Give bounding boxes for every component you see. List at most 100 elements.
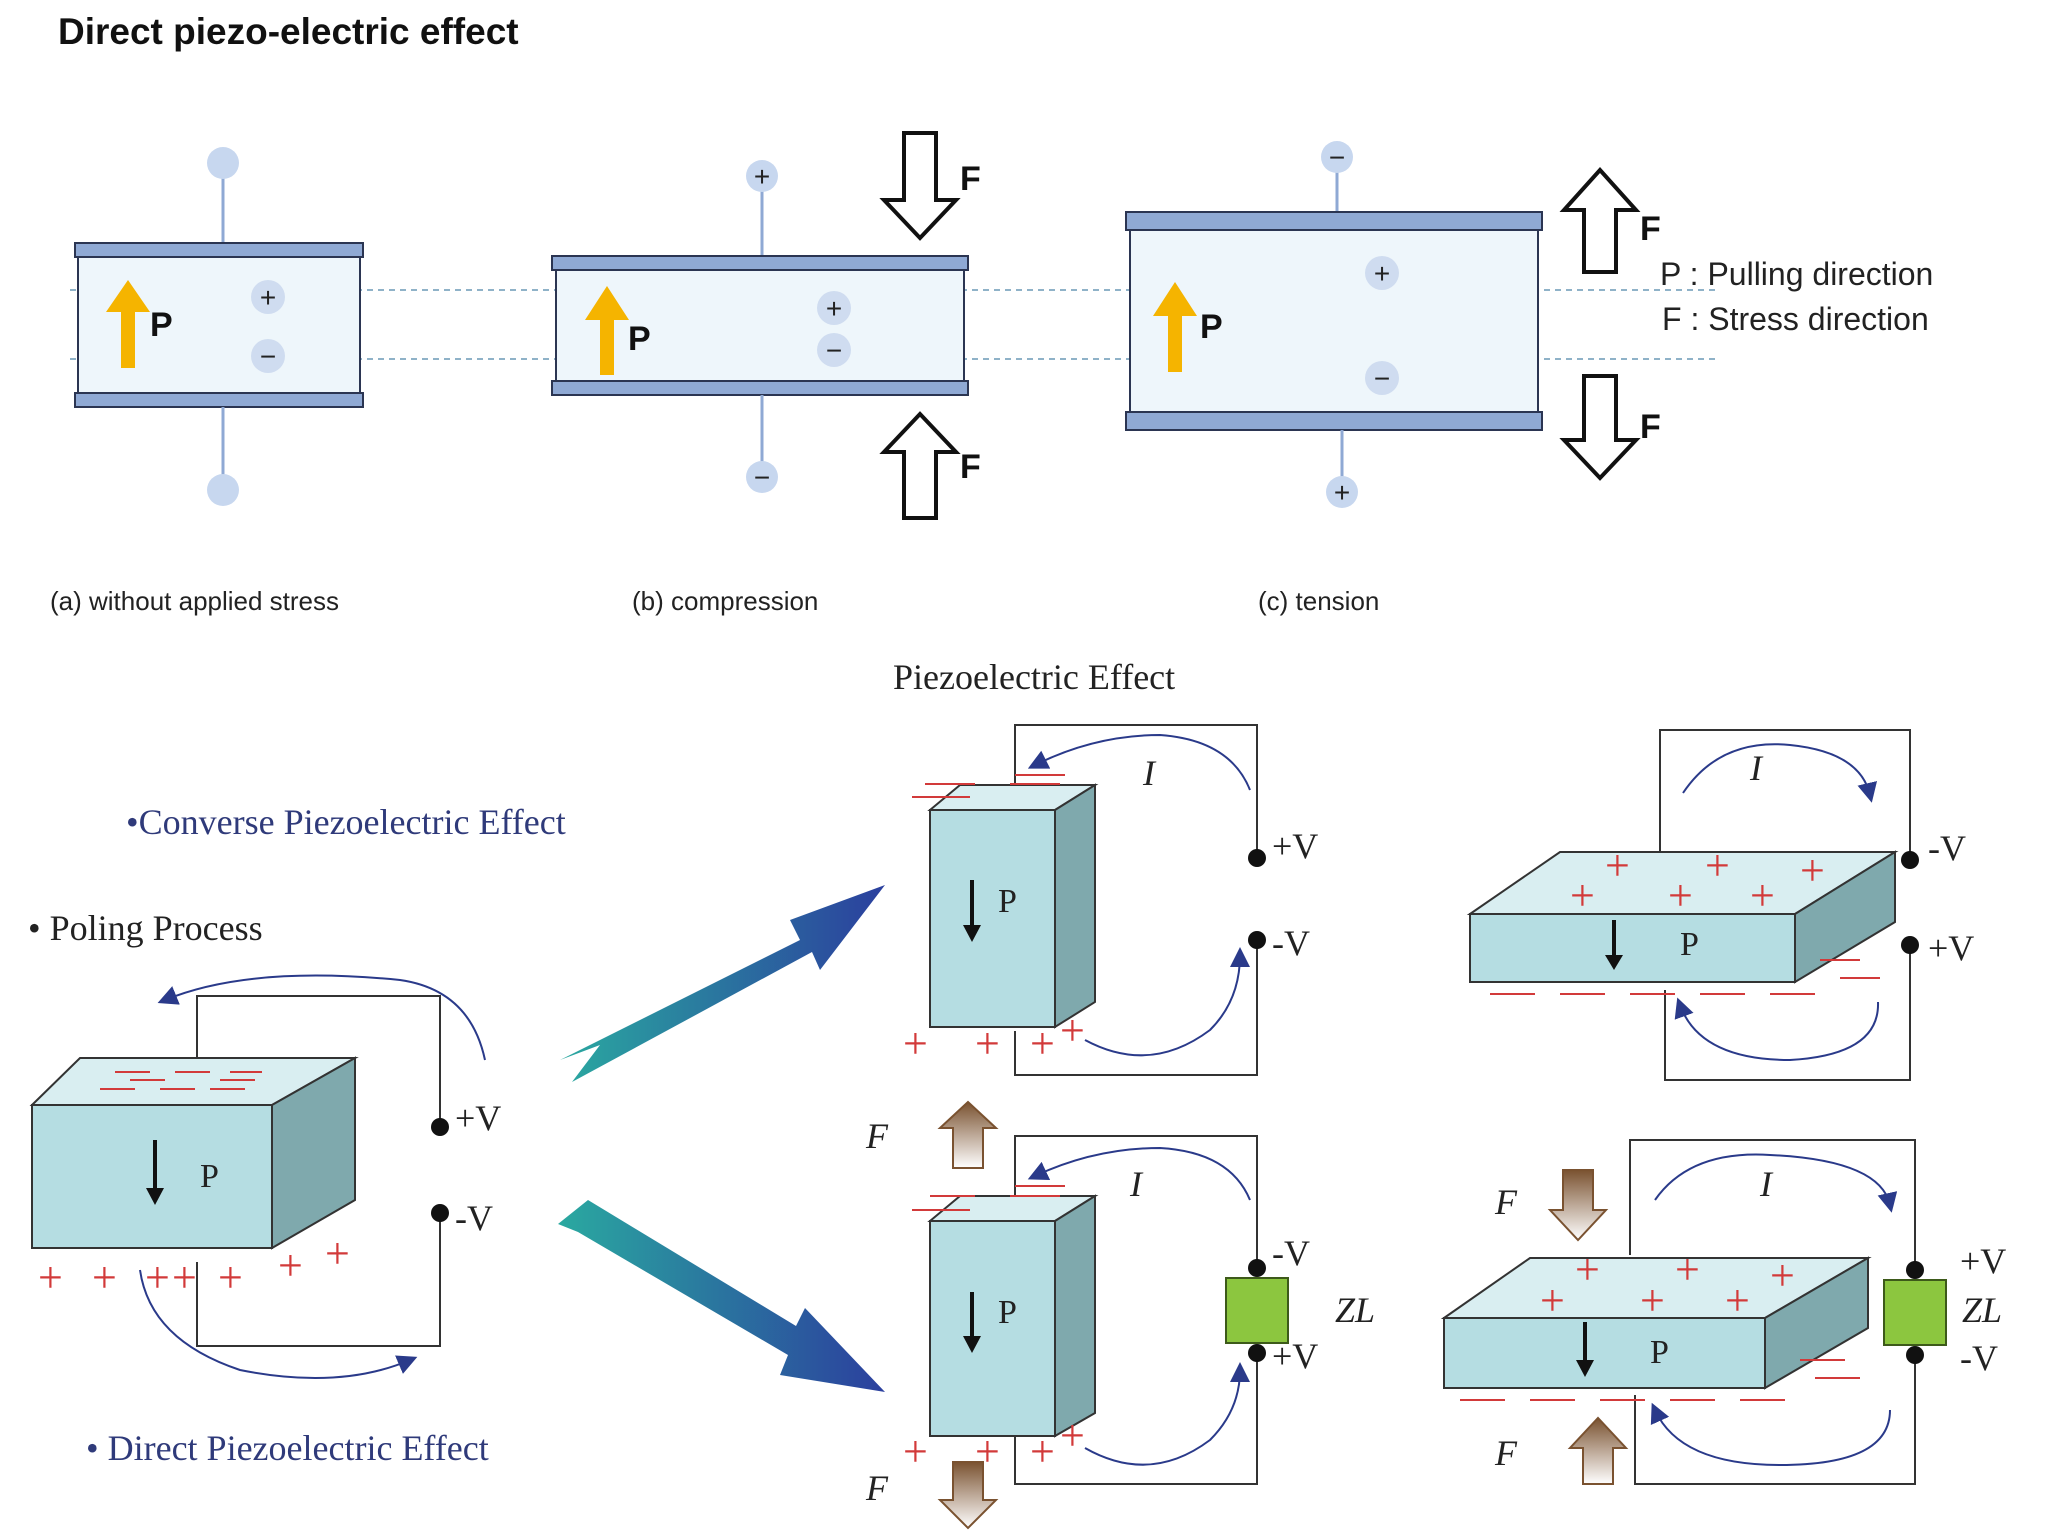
stress-arrow-up — [879, 411, 961, 520]
direct-tall-block: P ++++ F F I -V +V ZL — [865, 1100, 1375, 1530]
svg-text:+: + — [145, 1253, 170, 1302]
bottom-plate — [551, 380, 969, 396]
svg-text:+: + — [1668, 871, 1693, 920]
electrode-terminal-top — [207, 147, 239, 179]
svg-text:+: + — [278, 1241, 303, 1290]
svg-text:+: + — [1570, 871, 1595, 920]
bottom-plate — [74, 392, 364, 408]
i-label: I — [1759, 1164, 1774, 1204]
top-title: Direct piezo-electric effect — [58, 11, 519, 52]
minus-sign: − — [1329, 142, 1345, 173]
zl-label: ZL — [1335, 1290, 1375, 1330]
block-side — [1054, 1194, 1096, 1438]
stress-arrow-up — [1559, 167, 1641, 274]
circuit-wire — [1014, 1353, 1258, 1485]
top-charges-plus: +++ +++ — [1570, 841, 1825, 920]
minus-v-label: -V — [1960, 1338, 1998, 1378]
top-plate — [1125, 211, 1543, 231]
f-label: F — [1494, 1182, 1518, 1222]
electrode-terminal-bottom — [1326, 476, 1358, 508]
caption-c: (c) tension — [1258, 586, 1379, 616]
crystal — [77, 256, 361, 394]
terminal-minus — [1906, 1346, 1924, 1364]
f-label: F — [1640, 408, 1661, 446]
p-label: P — [628, 320, 651, 358]
svg-text:+: + — [1705, 841, 1730, 890]
minus-v-label: -V — [1272, 923, 1310, 963]
crystal — [555, 269, 965, 382]
circuit-wire — [1014, 1135, 1258, 1268]
svg-text:+: + — [1540, 1276, 1565, 1325]
force-arrow-up — [937, 1100, 999, 1169]
converse-label: •Converse Piezoelectric Effect — [126, 802, 566, 842]
bottom-plate — [1125, 411, 1543, 431]
terminal-minus — [431, 1204, 449, 1222]
caption-b: (b) compression — [632, 586, 818, 616]
terminal-plus — [1248, 1344, 1266, 1362]
converse-flat-block: P +++ +++ I -V +V — [1466, 729, 1974, 1081]
minus-v-label: -V — [1928, 828, 1966, 868]
plus-sign: + — [1374, 258, 1390, 289]
top-plate — [74, 242, 364, 258]
minus-charge — [817, 333, 851, 367]
i-label: I — [1749, 748, 1764, 788]
plus-sign: + — [1334, 477, 1350, 508]
p-label: P — [998, 883, 1017, 920]
plus-v-label: +V — [1928, 928, 1974, 968]
f-label: F — [865, 1116, 889, 1156]
minus-sign: − — [754, 462, 770, 493]
svg-text:+: + — [1060, 1006, 1085, 1055]
block-front — [1469, 913, 1796, 983]
svg-text:+: + — [1725, 1276, 1750, 1325]
block-front — [1443, 1317, 1766, 1389]
svg-text:+: + — [1575, 1245, 1600, 1294]
terminal-minus — [1901, 851, 1919, 869]
minus-charge — [251, 339, 285, 373]
polarization-arrow — [585, 286, 629, 375]
top-charges-minus — [912, 774, 1065, 798]
plus-charge — [251, 280, 285, 314]
current-arrow — [1682, 743, 1878, 803]
crystal — [1129, 229, 1539, 413]
block-front — [929, 1220, 1056, 1437]
minus-sign: − — [1374, 363, 1390, 394]
current-arrow — [1674, 997, 1880, 1062]
svg-text:+: + — [1770, 1251, 1795, 1300]
current-arrow-top — [157, 974, 486, 1061]
terminal-plus — [1901, 936, 1919, 954]
block-front — [31, 1104, 273, 1249]
polarization-arrow-down — [146, 1140, 164, 1205]
force-arrow-up-bottom — [937, 1461, 999, 1530]
panel-a: P + − (a) without applied stress — [50, 147, 364, 616]
current-arrow — [1654, 1153, 1898, 1213]
legend-p: P : Pulling direction — [1660, 256, 1933, 292]
svg-text:+: + — [1060, 1411, 1085, 1460]
bottom-charges-plus: ++++ — [903, 1411, 1085, 1476]
top-charges-minus — [912, 1185, 1065, 1211]
electrode-terminal-top — [746, 160, 778, 192]
plus-v-label: +V — [1272, 1336, 1318, 1376]
f-label: F — [960, 448, 981, 486]
svg-text:+: + — [38, 1253, 63, 1302]
electrode-terminal-bottom — [207, 474, 239, 506]
zl-label: ZL — [1962, 1290, 2002, 1330]
force-arrow-down — [1547, 1169, 1609, 1242]
circuit-wire — [196, 995, 441, 1127]
direct-label: • Direct Piezoelectric Effect — [86, 1428, 489, 1468]
converse-tall-block: P ++++ I +V -V — [903, 724, 1318, 1076]
plus-sign: + — [754, 161, 770, 192]
load-resistor — [1883, 1279, 1947, 1346]
circuit-wire — [1634, 1355, 1916, 1485]
svg-text:+: + — [92, 1253, 117, 1302]
stress-arrow-down — [879, 131, 961, 241]
bottom-charges-minus — [1460, 1359, 1860, 1401]
polarization-arrow — [106, 280, 150, 368]
svg-text:+: + — [903, 1427, 928, 1476]
load-resistor — [1225, 1277, 1289, 1344]
polarization-arrow-down — [1605, 920, 1623, 970]
plus-v-label: +V — [1272, 826, 1318, 866]
svg-text:+: + — [325, 1229, 350, 1278]
bottom-title: Piezoelectric Effect — [893, 657, 1175, 697]
plus-v-label: +V — [1960, 1241, 2006, 1281]
current-arrow — [1027, 733, 1251, 791]
